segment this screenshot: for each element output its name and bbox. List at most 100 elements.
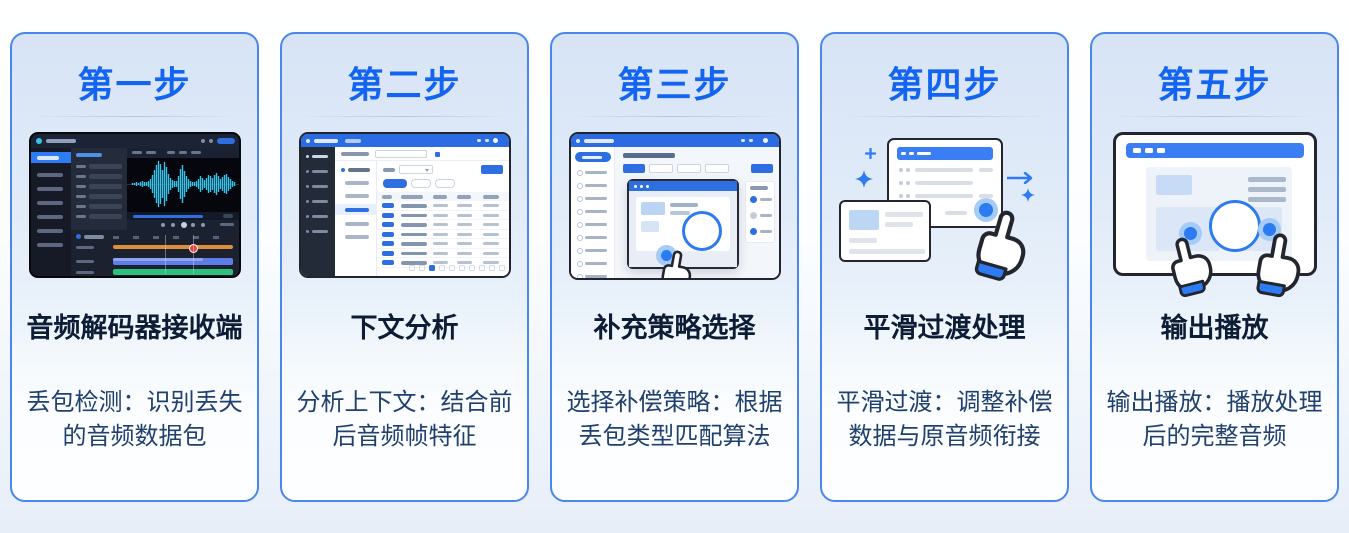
divider — [300, 116, 509, 117]
tab — [434, 179, 455, 188]
row-cell — [482, 204, 499, 207]
step-subtitle: 音频解码器接收端 — [26, 313, 243, 343]
window-control-icon — [1156, 148, 1165, 153]
light-sidebar — [570, 147, 615, 278]
column-header — [400, 195, 423, 199]
step-title: 第三步 — [617, 64, 732, 105]
step-card-5: 第五步 — [1090, 32, 1339, 502]
card-header-bar — [896, 147, 993, 160]
row-cell — [400, 223, 427, 227]
clip-label — [75, 165, 86, 168]
avatar — [762, 137, 768, 143]
app-logo-icon — [305, 138, 310, 143]
page-box — [478, 265, 485, 271]
track-orange — [112, 245, 233, 249]
clip-bar — [88, 194, 122, 199]
pressed-button — [978, 203, 993, 217]
sidebar-item — [584, 196, 607, 200]
select-input — [374, 150, 427, 158]
row-line — [914, 193, 973, 198]
sidebar-item — [584, 222, 607, 226]
transport-icon — [190, 223, 195, 227]
timeline-panel — [70, 230, 239, 276]
row-dot — [905, 168, 910, 172]
column-header — [482, 195, 499, 199]
step-text — [759, 214, 772, 217]
track-label — [75, 246, 94, 249]
track-label — [75, 271, 94, 274]
wave-toolbar — [126, 148, 239, 158]
timeline-title — [83, 235, 104, 239]
transport-controls — [126, 220, 239, 230]
row-cell — [456, 251, 472, 255]
app-logo-icon — [575, 138, 580, 143]
sidebar-icon — [576, 248, 583, 254]
divider — [30, 116, 239, 117]
search-button — [750, 164, 773, 173]
row-badge — [381, 222, 394, 227]
transport-icon — [160, 223, 165, 227]
row-cell — [400, 213, 427, 217]
row-badge — [381, 231, 394, 237]
column-header — [381, 195, 392, 199]
scrub-zoom — [222, 214, 233, 218]
sidebar-icon — [305, 230, 309, 233]
row-dot — [905, 181, 910, 185]
thumbnail-block — [1155, 175, 1192, 195]
secondary-nav — [334, 161, 377, 276]
table-row — [376, 230, 509, 239]
window-dot-icon — [639, 184, 643, 188]
bell-icon — [477, 138, 481, 142]
sparkle-icon — [1021, 188, 1035, 202]
sidebar-item — [584, 183, 607, 187]
text-line — [1247, 187, 1286, 192]
row-cell — [400, 232, 427, 236]
column-header — [432, 195, 447, 199]
page-heading — [622, 153, 675, 158]
panel-header — [75, 153, 102, 157]
waveform-panel — [126, 158, 239, 212]
row-badge — [381, 212, 394, 218]
row-cell — [456, 232, 472, 236]
row-cell — [432, 232, 448, 236]
filter-strip — [334, 147, 509, 161]
admin-window — [568, 132, 781, 280]
page-box — [438, 265, 445, 271]
clip-label — [75, 175, 86, 178]
bell-icon — [741, 138, 745, 142]
clip-list-panel — [70, 148, 127, 230]
app-topbar — [300, 134, 509, 147]
row-badge — [381, 260, 394, 265]
strategy-dialog — [626, 179, 739, 269]
row-line — [914, 180, 973, 185]
row-cell — [432, 204, 448, 207]
nav-item — [344, 235, 369, 239]
divider — [840, 116, 1049, 117]
sidebar-icon — [576, 222, 583, 228]
app-logo-icon — [35, 138, 42, 144]
row-cell — [456, 242, 472, 245]
sidebar-icon — [305, 185, 309, 188]
browser-toolbar — [1125, 143, 1304, 158]
track-blue — [112, 258, 233, 265]
pointing-hand-icon — [1241, 224, 1309, 307]
pagination — [408, 265, 505, 272]
app-title-text — [313, 138, 338, 143]
step-card-4: 第四步 — [820, 32, 1069, 502]
page-box — [418, 265, 425, 271]
row-cell — [456, 204, 472, 207]
row-cell — [400, 242, 427, 246]
sidebar — [30, 148, 71, 276]
nav-item — [344, 194, 369, 198]
tab — [410, 179, 431, 188]
tab-active — [382, 179, 407, 188]
text-line — [669, 203, 698, 207]
row-line-short — [978, 167, 993, 172]
play-add-button — [1208, 200, 1261, 252]
filter-button-active — [622, 164, 645, 173]
app-title-text — [45, 139, 76, 143]
window-dot-icon — [633, 184, 637, 188]
window-control-icon — [1144, 148, 1153, 153]
table-row — [376, 249, 509, 258]
row-badge — [381, 241, 394, 246]
